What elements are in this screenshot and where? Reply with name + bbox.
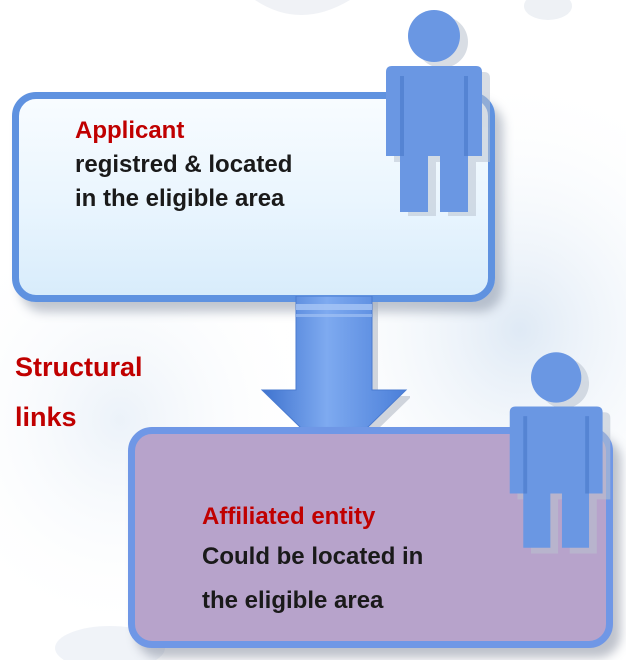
affiliated-title: Affiliated entity <box>202 503 376 530</box>
applicant-title: Applicant <box>75 117 185 144</box>
applicant-line-2: in the eligible area <box>75 185 285 212</box>
person-icon <box>386 10 490 216</box>
affiliated-line-2: the eligible area <box>202 587 384 614</box>
applicant-line-1: registred & located <box>75 151 293 178</box>
down-arrow-icon <box>260 296 410 466</box>
person-icon <box>509 352 611 554</box>
link-label-line-2: links <box>15 402 77 432</box>
link-label-line-1: Structural <box>15 352 143 382</box>
affiliated-line-1: Could be located in <box>202 543 424 570</box>
